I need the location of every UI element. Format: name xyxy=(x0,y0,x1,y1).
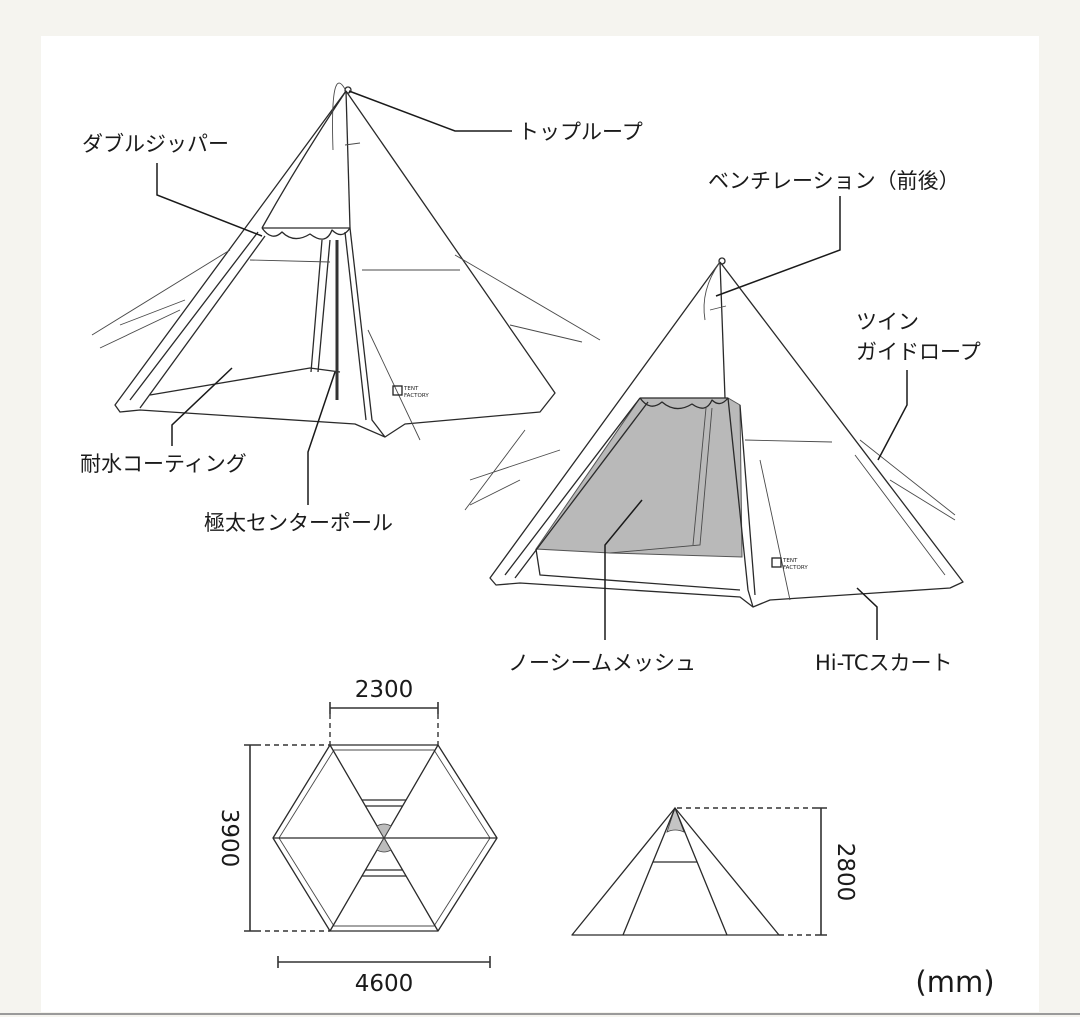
dim-3900: 3900 xyxy=(216,809,242,868)
label-twin-guy-rope-2: ガイドロープ xyxy=(856,340,981,364)
label-waterproof-coating: 耐水コーティング xyxy=(80,452,247,476)
leader-twin-guy-rope xyxy=(877,370,908,461)
tent-factory-logo: TENT FACTORY xyxy=(392,385,429,399)
label-top-loop: トップループ xyxy=(518,120,643,144)
dim-2300: 2300 xyxy=(355,677,414,703)
svg-text:FACTORY: FACTORY xyxy=(404,393,429,399)
tent-front-mesh-illustration: TENT FACTORY xyxy=(464,257,964,608)
dim-4600: 4600 xyxy=(355,971,414,997)
dim-line-3900 xyxy=(244,744,256,932)
side-view-elevation xyxy=(571,806,780,936)
label-twin-guy-rope-1: ツイン xyxy=(856,310,919,334)
leader-center-pole xyxy=(307,371,336,505)
label-double-zipper: ダブルジッパー xyxy=(82,132,229,156)
top-view-floor-plan xyxy=(272,744,498,932)
svg-text:FACTORY: FACTORY xyxy=(783,565,808,571)
label-skirt: Hi-TCスカート xyxy=(815,651,953,675)
leader-seamless-mesh xyxy=(604,499,643,640)
label-seamless-mesh: ノーシームメッシュ xyxy=(508,651,696,675)
leader-skirt xyxy=(856,587,878,640)
svg-text:TENT: TENT xyxy=(403,386,419,392)
diagram-panel xyxy=(41,36,1039,1012)
dim-line-2800 xyxy=(815,807,827,936)
dim-line-4600 xyxy=(277,956,491,968)
label-center-pole: 極太センターポール xyxy=(204,511,393,535)
bottom-divider xyxy=(0,1013,1080,1015)
tent-factory-logo: TENT FACTORY xyxy=(771,557,808,571)
svg-text:TENT: TENT xyxy=(782,558,798,564)
dim-line-2300 xyxy=(329,702,439,714)
tent-front-open-illustration: TENT FACTORY xyxy=(91,82,601,441)
top-loop-ring xyxy=(718,257,726,265)
label-ventilation: ベンチレーション（前後） xyxy=(708,169,960,193)
dim-2800: 2800 xyxy=(832,843,858,902)
leader-waterproof-coating xyxy=(171,367,233,446)
leader-ventilation xyxy=(715,196,841,297)
leader-top-loop xyxy=(348,90,512,132)
unit-label: (mm) xyxy=(915,965,994,999)
leader-double-zipper xyxy=(156,163,263,237)
